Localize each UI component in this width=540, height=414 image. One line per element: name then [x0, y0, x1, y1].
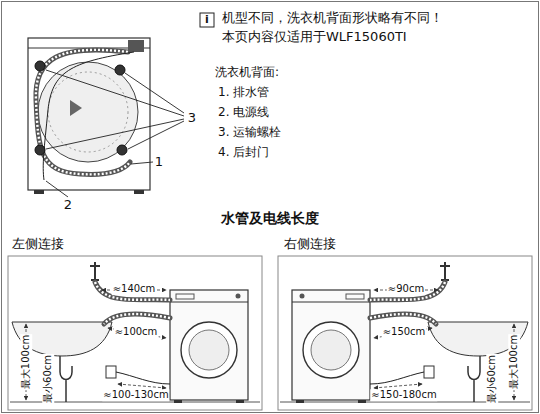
- install-scene-part: [95, 282, 170, 300]
- dimension-label: 最大100cm: [20, 334, 32, 390]
- install-scene-part: [236, 294, 241, 299]
- install-scene-part: [104, 314, 170, 324]
- dimension-label: 最大100cm: [508, 334, 520, 390]
- callout-number: 1: [154, 155, 164, 170]
- machine-back: [28, 38, 150, 194]
- machine-back-part: [134, 190, 144, 194]
- install-scene-part: [176, 294, 194, 299]
- leader-line-part: [131, 162, 153, 164]
- install-scene-part: [174, 400, 182, 403]
- dimension-label: ≈150-180cm: [370, 389, 437, 401]
- dimension-label: 最小60cm: [42, 354, 54, 404]
- dimension-label: ≈140cm: [112, 283, 157, 295]
- transport-bolts-part: [35, 61, 45, 71]
- info-icon: [200, 13, 214, 27]
- machine-back-part: [128, 40, 144, 52]
- info-icon-letter: i: [205, 14, 209, 27]
- dimension-label: 最小60cm: [486, 354, 498, 404]
- install-scene-part: [104, 314, 170, 324]
- list-item: 2. 电源线: [218, 106, 269, 120]
- install-scene-part: [90, 262, 100, 280]
- leader-line-part: [46, 181, 68, 197]
- panel-heading: 右侧连接: [284, 237, 336, 252]
- install-scene-part: [95, 282, 170, 300]
- machine-back-part: [38, 62, 138, 162]
- dimension-label: ≈150cm: [382, 326, 427, 338]
- note-text: 机型不同，洗衣机背面形状略有不同！: [222, 11, 443, 26]
- transport-bolts-part: [117, 145, 127, 155]
- transport-bolts-part: [115, 65, 125, 75]
- install-scene-part: [236, 400, 244, 403]
- callout-number: 3: [187, 111, 197, 126]
- dimension-label: ≈100cm: [114, 326, 159, 338]
- dimension-label: ≈100-130cm: [102, 389, 169, 401]
- install-scene-part: [60, 356, 72, 402]
- list-item: 1. 排水管: [218, 86, 269, 100]
- machine-back-part: [28, 38, 150, 190]
- transport-bolts-part: [35, 145, 45, 155]
- list-item: 3. 运输螺栓: [218, 126, 281, 140]
- list-item: 4. 后封门: [218, 146, 269, 160]
- leader-line-part: [46, 70, 184, 116]
- panel-border: [8, 256, 262, 410]
- install-scene-part: [189, 330, 229, 370]
- leader-line-part: [46, 119, 184, 149]
- list-heading: 洗衣机背面:: [215, 66, 279, 80]
- transport-bolts: [35, 61, 127, 155]
- diagram-title: 水管及电线长度: [221, 210, 319, 226]
- install-scene-part: [106, 366, 116, 378]
- install-scene-part: [181, 322, 237, 378]
- leader-line-part: [128, 121, 184, 149]
- power-cord: [43, 52, 134, 180]
- leader-line: [46, 70, 184, 197]
- leader-line-part: [125, 73, 184, 113]
- install-scene-part: [170, 290, 248, 400]
- drain-hose: [36, 50, 130, 175]
- callout-number: 2: [63, 198, 73, 213]
- install-scene-part: [170, 302, 248, 303]
- drain-hose-part: [36, 50, 130, 175]
- machine-back-part: [34, 190, 44, 194]
- install-scene-part: [116, 372, 170, 384]
- note-text: 本页内容仅适用于WLF15060TI: [222, 30, 407, 45]
- panel-heading: 左侧连接: [12, 237, 64, 252]
- dimension-label: ≈90cm: [387, 283, 425, 295]
- panel-border: [278, 256, 532, 410]
- machine-back-part: [70, 100, 82, 116]
- drain-hose-part: [36, 50, 130, 175]
- install-scene-mirror: [280, 262, 530, 403]
- install-scene: [10, 262, 260, 403]
- install-scene-part: [118, 384, 166, 388]
